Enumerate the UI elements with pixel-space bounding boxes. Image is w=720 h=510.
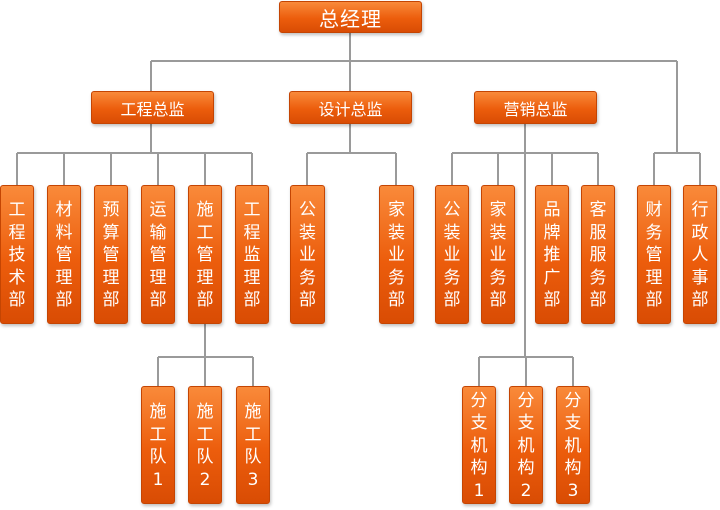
design-director-label: 设计总监 — [318, 99, 383, 119]
dept-home-decor-label: 家装业务部 — [388, 200, 405, 311]
general-manager-node: 总经理 — [279, 1, 422, 33]
team-1-label: 施工队1 — [149, 402, 167, 490]
dept-admin-hr-label: 行政人事部 — [691, 200, 709, 311]
engineering-director-node: 工程总监 — [91, 91, 214, 124]
team-3-node: 施工队3 — [236, 386, 270, 504]
engineering-director-label: 工程总监 — [120, 99, 185, 119]
branch-3-node: 分支机构3 — [556, 386, 590, 504]
dept-finance-label: 财务管理部 — [645, 200, 663, 311]
design-director-node: 设计总监 — [289, 91, 412, 124]
marketing-director-node: 营销总监 — [474, 91, 597, 124]
dept-materials-node: 材料管理部 — [47, 185, 81, 324]
dept-supervision-label: 工程监理部 — [243, 200, 261, 311]
dept-brand-label: 品牌推广部 — [543, 200, 561, 311]
dept-materials-label: 材料管理部 — [55, 200, 73, 311]
dept-construction-label: 施工管理部 — [196, 200, 214, 311]
dept-brand-node: 品牌推广部 — [535, 185, 569, 324]
branch-1-node: 分支机构1 — [462, 386, 496, 504]
team-1-node: 施工队1 — [141, 386, 175, 504]
dept-public-decor-label: 公装业务部 — [299, 200, 316, 311]
dept-finance-node: 财务管理部 — [637, 185, 671, 324]
branch-2-label: 分支机构2 — [517, 390, 535, 501]
dept-home-sales-node: 家装业务部 — [481, 185, 515, 324]
dept-eng-tech-node: 工程技术部 — [0, 185, 34, 324]
branch-2-node: 分支机构2 — [509, 386, 543, 504]
dept-home-sales-label: 家装业务部 — [489, 200, 507, 311]
dept-customer-label: 客服服务部 — [589, 200, 607, 311]
branch-3-label: 分支机构3 — [564, 390, 582, 501]
marketing-director-label: 营销总监 — [503, 99, 568, 119]
dept-supervision-node: 工程监理部 — [235, 185, 269, 324]
team-3-label: 施工队3 — [244, 402, 262, 490]
team-2-label: 施工队2 — [196, 402, 214, 490]
dept-public-sales-label: 公装业务部 — [443, 200, 461, 311]
dept-construction-node: 施工管理部 — [188, 185, 222, 324]
dept-budget-label: 预算管理部 — [102, 200, 120, 311]
dept-eng-tech-label: 工程技术部 — [8, 200, 26, 311]
dept-public-sales-node: 公装业务部 — [435, 185, 469, 324]
dept-admin-hr-node: 行政人事部 — [683, 185, 717, 324]
dept-customer-node: 客服服务部 — [581, 185, 615, 324]
dept-home-decor-node: 家装业务部 — [379, 185, 414, 324]
dept-budget-node: 预算管理部 — [94, 185, 128, 324]
general-manager-label: 总经理 — [319, 6, 382, 31]
branch-1-label: 分支机构1 — [470, 390, 488, 501]
dept-public-decor-node: 公装业务部 — [290, 185, 325, 324]
dept-transport-label: 运输管理部 — [149, 200, 167, 311]
dept-transport-node: 运输管理部 — [141, 185, 175, 324]
team-2-node: 施工队2 — [188, 386, 222, 504]
